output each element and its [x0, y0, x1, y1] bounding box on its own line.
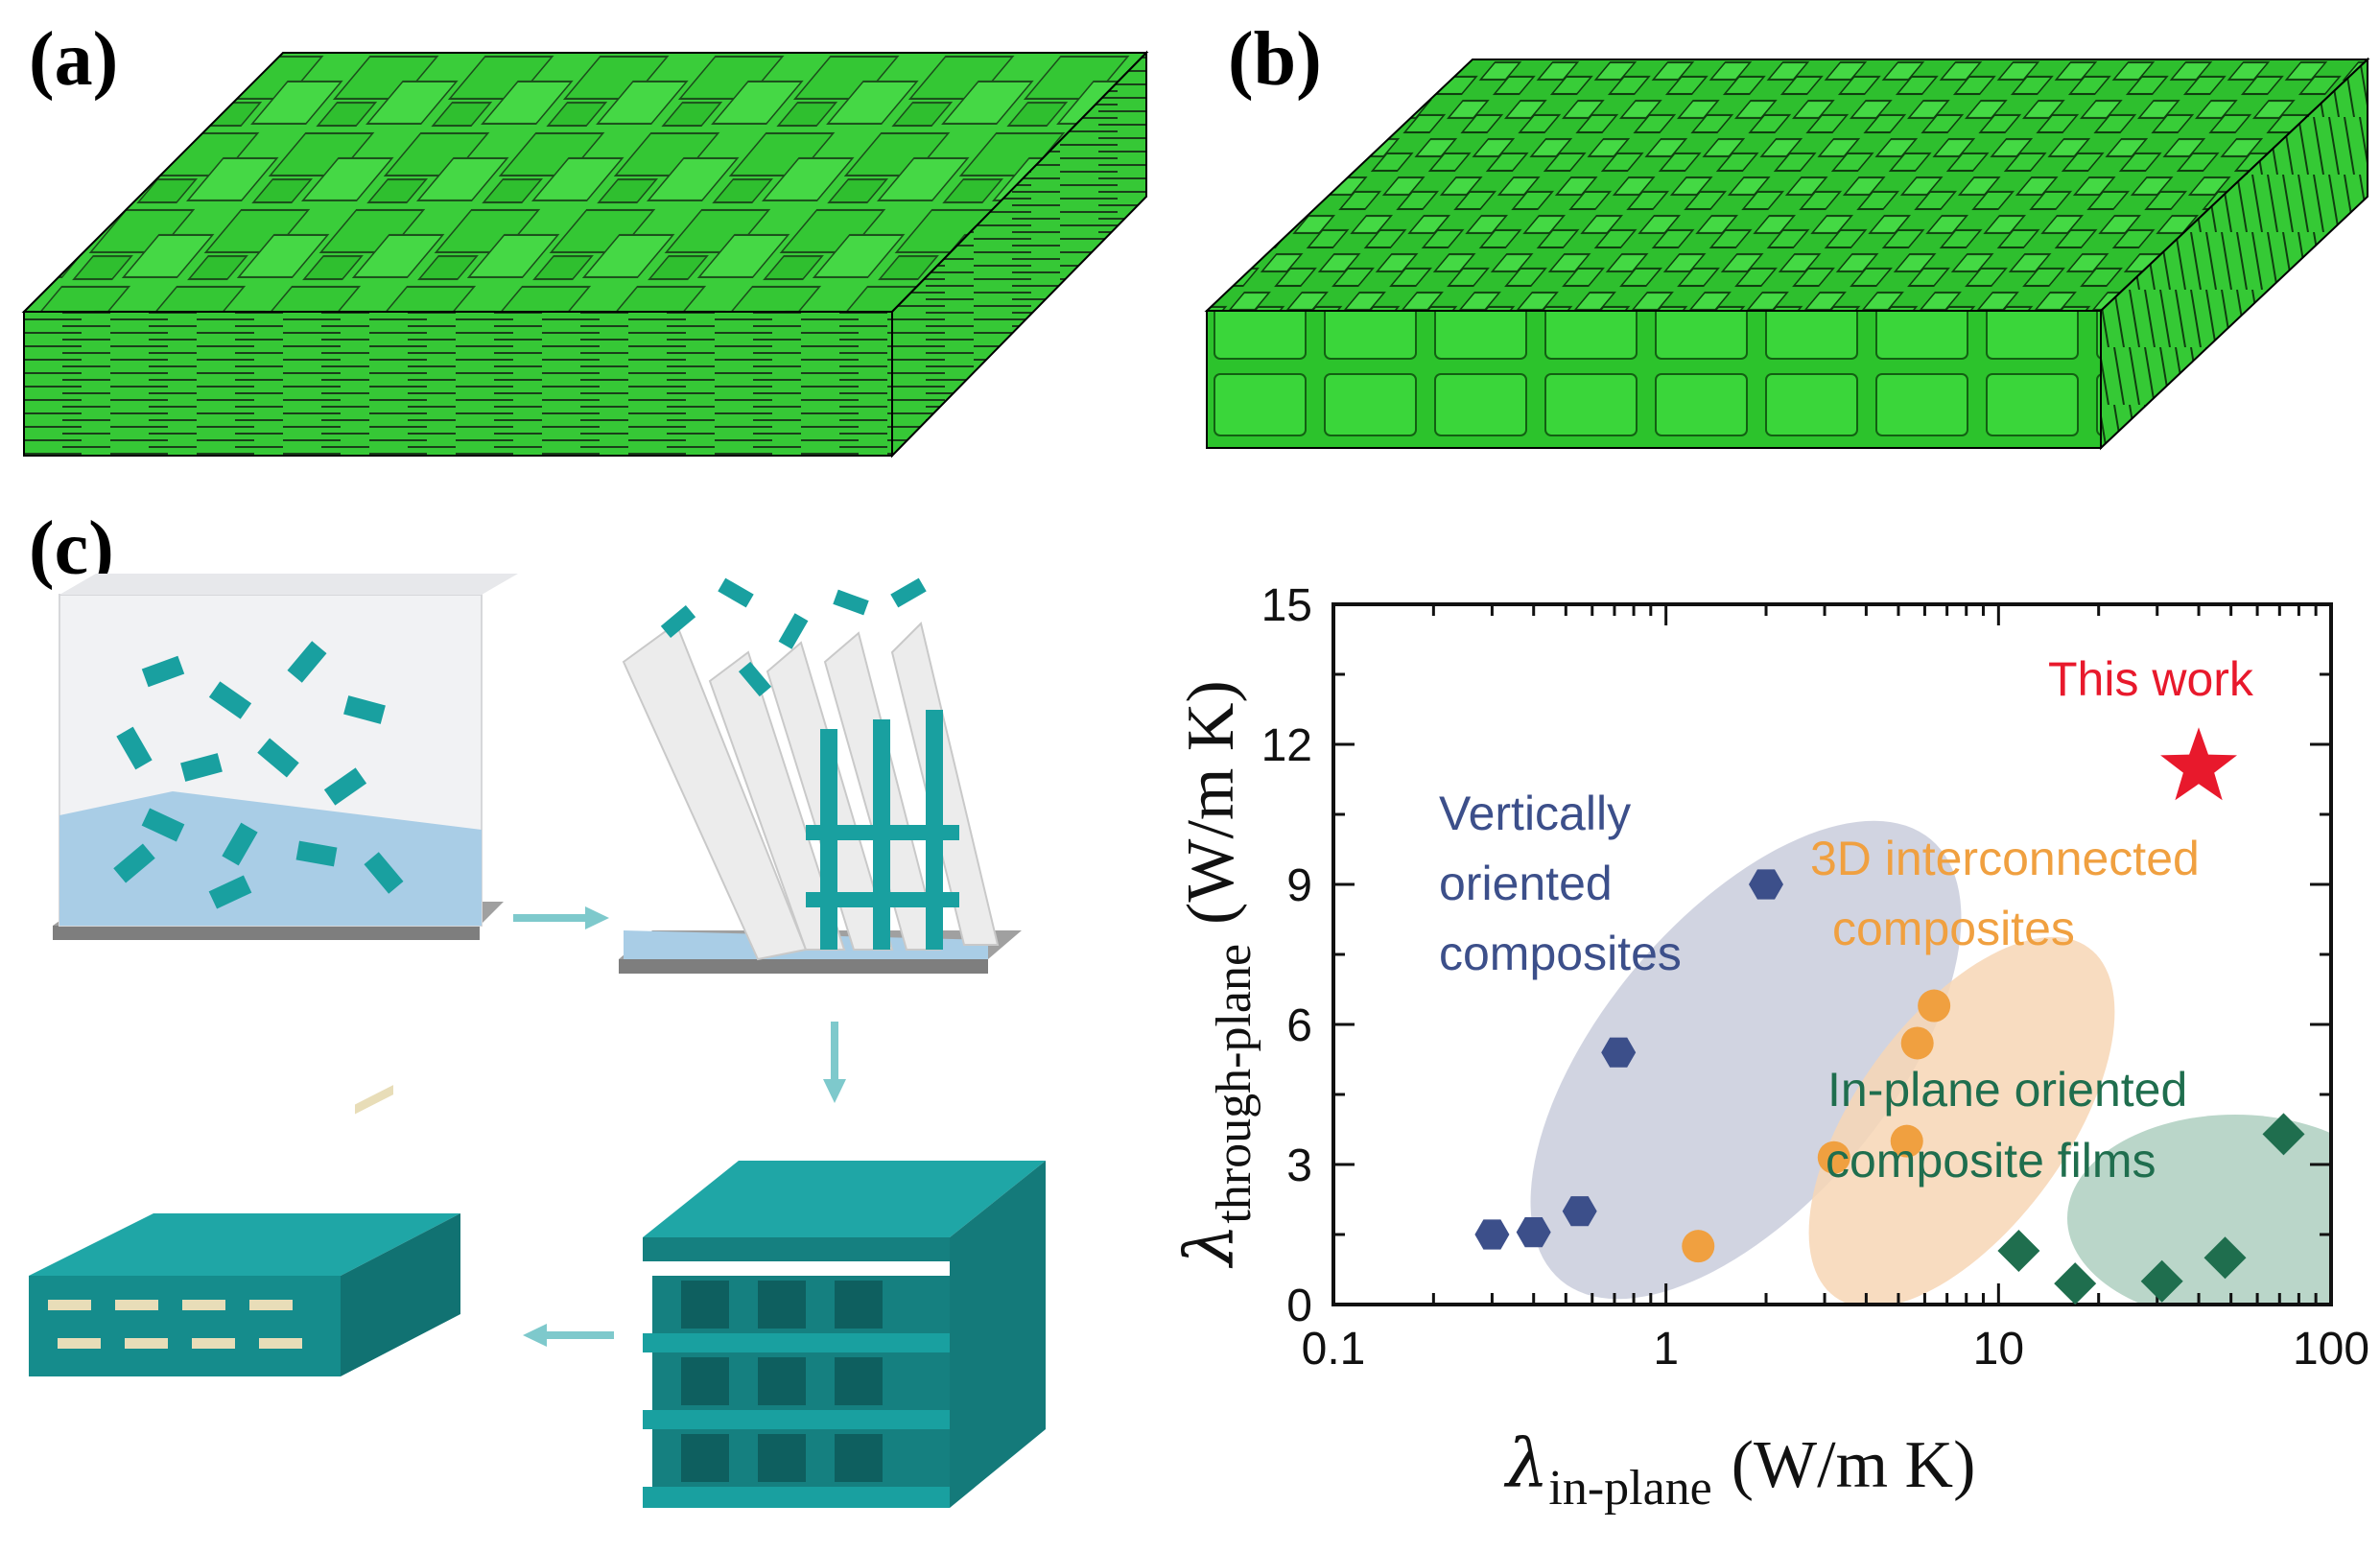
3d-interconnected-point	[1918, 989, 1951, 1023]
x-tick-label: 10	[1973, 1324, 2024, 1375]
y-tick-label: 12	[1261, 720, 1312, 771]
in-plane-film-point	[2140, 1259, 2183, 1303]
y-tick-label: 15	[1261, 580, 1312, 631]
fabrication-process-illustration	[29, 574, 1046, 1508]
y-tick-label: 0	[1286, 1281, 1312, 1331]
3d-interconnected-point	[1890, 1124, 1923, 1158]
process-arrow-right	[513, 906, 609, 929]
y-tick-label: 3	[1286, 1140, 1312, 1191]
3d-interconnected-point	[1900, 1026, 1934, 1060]
vertical-composites-region	[1530, 820, 1962, 1300]
y-axis-title: λthrough-plane(W/m K)	[1170, 680, 1261, 1269]
vertical-composite-point	[1516, 1217, 1551, 1248]
in-plane-film-point	[2262, 1113, 2305, 1156]
layered-flake-block-illustration	[21, 50, 1149, 459]
x-tick-label: 0.1	[1302, 1324, 1366, 1375]
in-plane-films-region	[2067, 1115, 2331, 1305]
vertical-composite-point	[1601, 1037, 1637, 1068]
panel-label-b: (b)	[1228, 17, 1322, 102]
vertical-composite-point	[1474, 1219, 1510, 1250]
vertical-composite-point	[1562, 1196, 1597, 1227]
step-final-composite	[29, 1085, 460, 1376]
this-work-star	[2160, 727, 2237, 801]
vertical-composites-label: Vertically oriented composites	[1439, 787, 1682, 980]
chart-marks	[1474, 727, 2305, 1305]
step-freeze-casting	[619, 577, 1022, 974]
thermal-conductivity-chart: 0.1 1 10 100 0 3 6 9 12 15 Vertically oriented co…	[1170, 580, 2369, 1516]
y-tick-label: 9	[1286, 860, 1312, 911]
3d-interconnected-point	[1682, 1230, 1715, 1263]
in-plane-film-point	[2054, 1262, 2097, 1305]
x-tick-label: 100	[2293, 1324, 2369, 1375]
in-plane-film-point	[1997, 1230, 2040, 1272]
process-arrow-left	[523, 1324, 614, 1347]
in-plane-film-point	[2203, 1236, 2247, 1280]
step-flakes-in-container	[53, 574, 518, 940]
3d-interconnected-region	[1808, 936, 2115, 1305]
y-tick-label: 6	[1286, 1000, 1312, 1051]
this-work-label: This work	[2048, 652, 2254, 706]
vertical-composite-point	[1749, 869, 1783, 900]
3d-interconnected-label: 3D interconnected composites	[1810, 832, 2213, 955]
chart-tick-labels: 0.1 1 10 100 0 3 6 9 12 15	[1261, 580, 2369, 1375]
panel-label-a: (a)	[29, 17, 119, 102]
process-arrow-down	[823, 1022, 846, 1103]
x-tick-label: 1	[1653, 1324, 1679, 1375]
x-axis-title: λin-plane(W/m K)	[1503, 1424, 1975, 1516]
in-plane-films-label: In-plane oriented composite films	[1826, 1063, 2201, 1188]
3d-interconnected-point	[1817, 1140, 1850, 1174]
step-3d-scaffold	[643, 1161, 1046, 1508]
vertical-flake-block-illustration	[1204, 57, 2370, 451]
